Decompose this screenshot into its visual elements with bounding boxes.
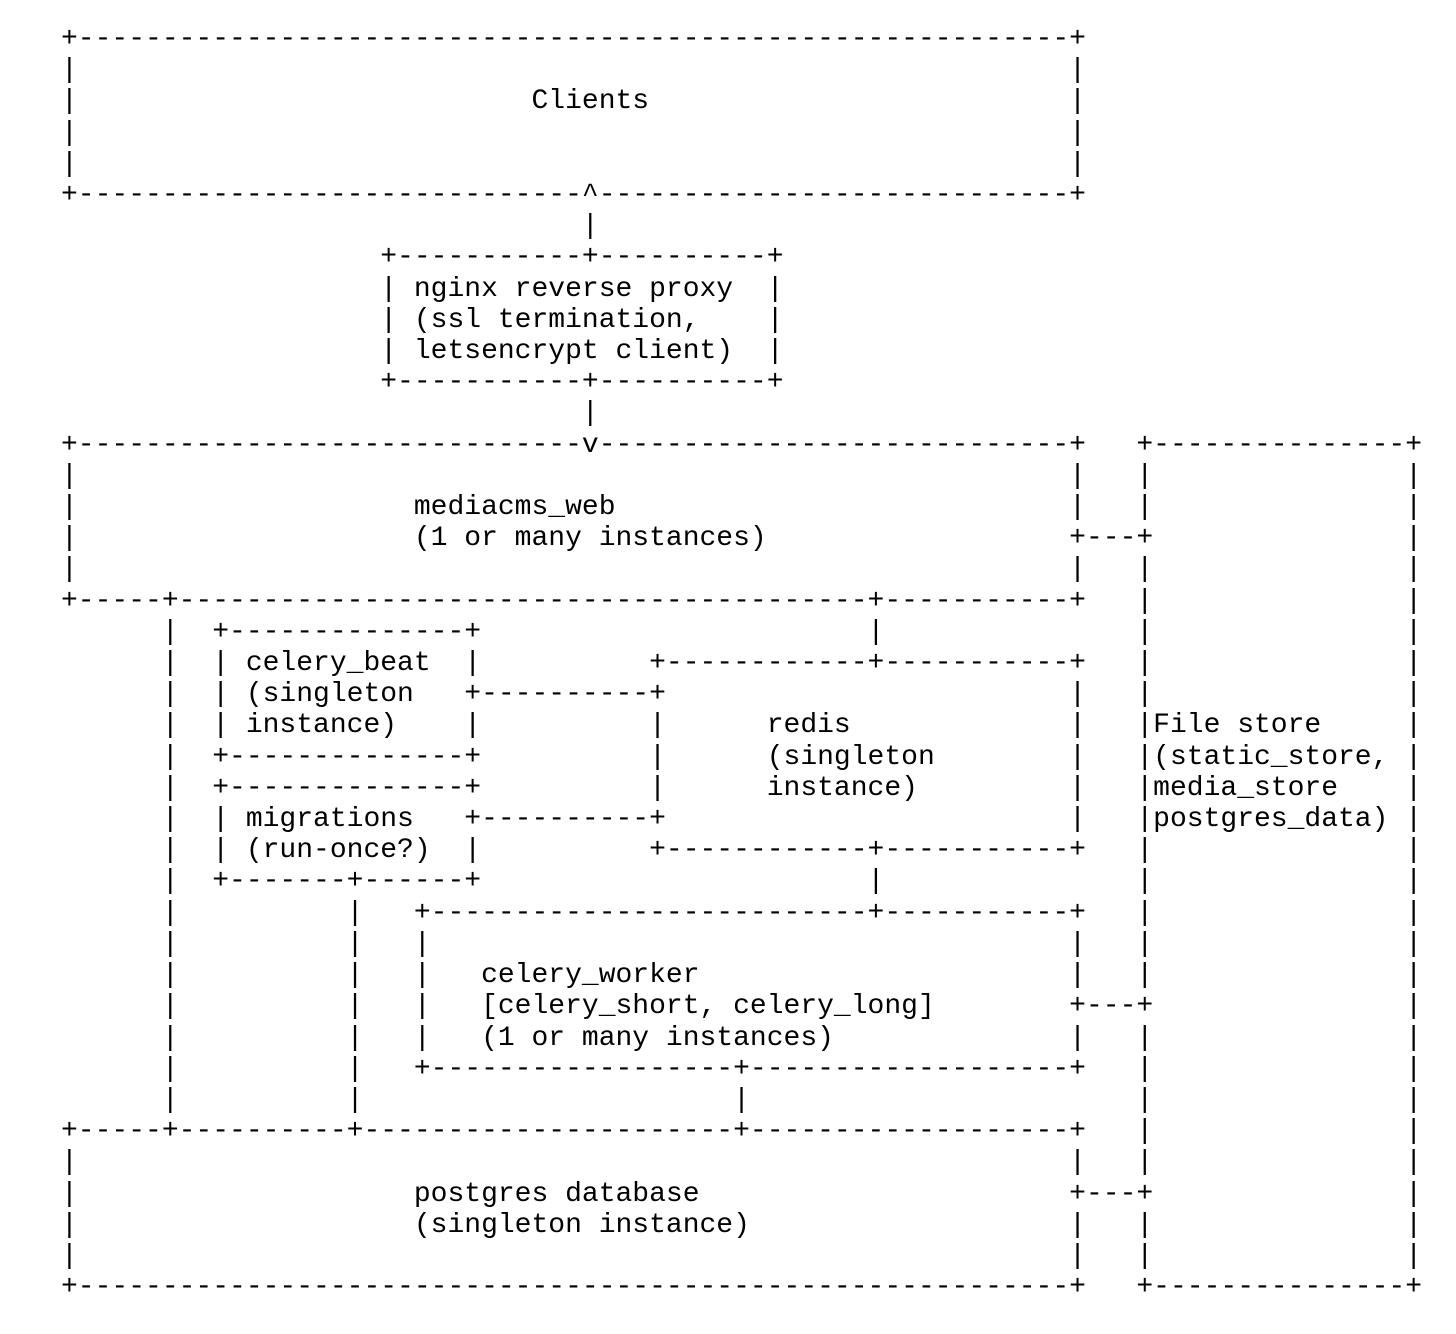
ascii-architecture-diagram: +---------------------------------------…: [61, 24, 1423, 1304]
